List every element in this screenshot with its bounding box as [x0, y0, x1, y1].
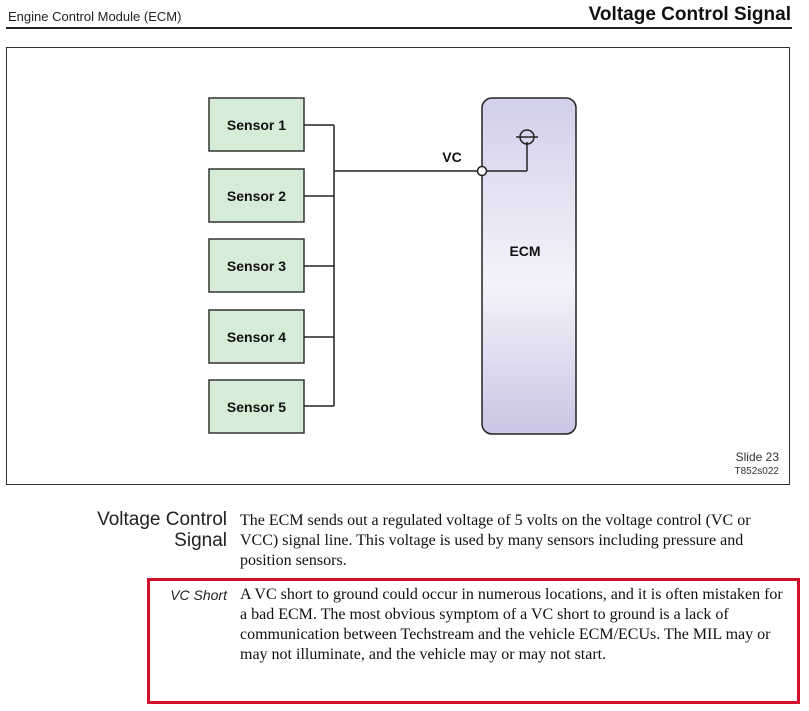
- vc-terminal: [476, 165, 488, 177]
- sensor-label: Sensor 4: [227, 329, 286, 345]
- sensor-3: Sensor 3: [208, 238, 334, 293]
- chapter-title: Engine Control Module (ECM): [8, 9, 182, 24]
- slide-code: T852s022: [734, 466, 779, 477]
- page-title: Voltage Control Signal: [588, 4, 791, 25]
- section-body: The ECM sends out a regulated voltage of…: [240, 512, 751, 569]
- sensor-5: Sensor 5: [208, 379, 334, 434]
- ecm-module-box: [481, 97, 577, 435]
- sensor-4: Sensor 4: [208, 309, 334, 364]
- figure-frame: [6, 47, 790, 485]
- vc-circuit-diagram: ECM VC Sensor 1 Sensor 2 Sensor 3 Sensor…: [208, 97, 577, 435]
- sensor-2: Sensor 2: [208, 168, 334, 223]
- sensor-label: Sensor 2: [227, 188, 286, 204]
- vc-label: VC: [442, 149, 461, 165]
- vc-short-heading: VC Short: [170, 587, 227, 603]
- sensor-label: Sensor 1: [227, 117, 286, 133]
- slide-number: Slide 23: [735, 450, 779, 464]
- header-divider: [6, 27, 792, 29]
- sensor-label: Sensor 5: [227, 399, 286, 415]
- vc-short-body: A VC short to ground could occur in nume…: [240, 586, 783, 663]
- sensor-1: Sensor 1: [208, 97, 334, 152]
- ecm-label: ECM: [509, 243, 540, 259]
- sensor-label: Sensor 3: [227, 258, 286, 274]
- section-heading: Voltage Control Signal: [97, 509, 227, 551]
- highlight-box: [147, 578, 800, 704]
